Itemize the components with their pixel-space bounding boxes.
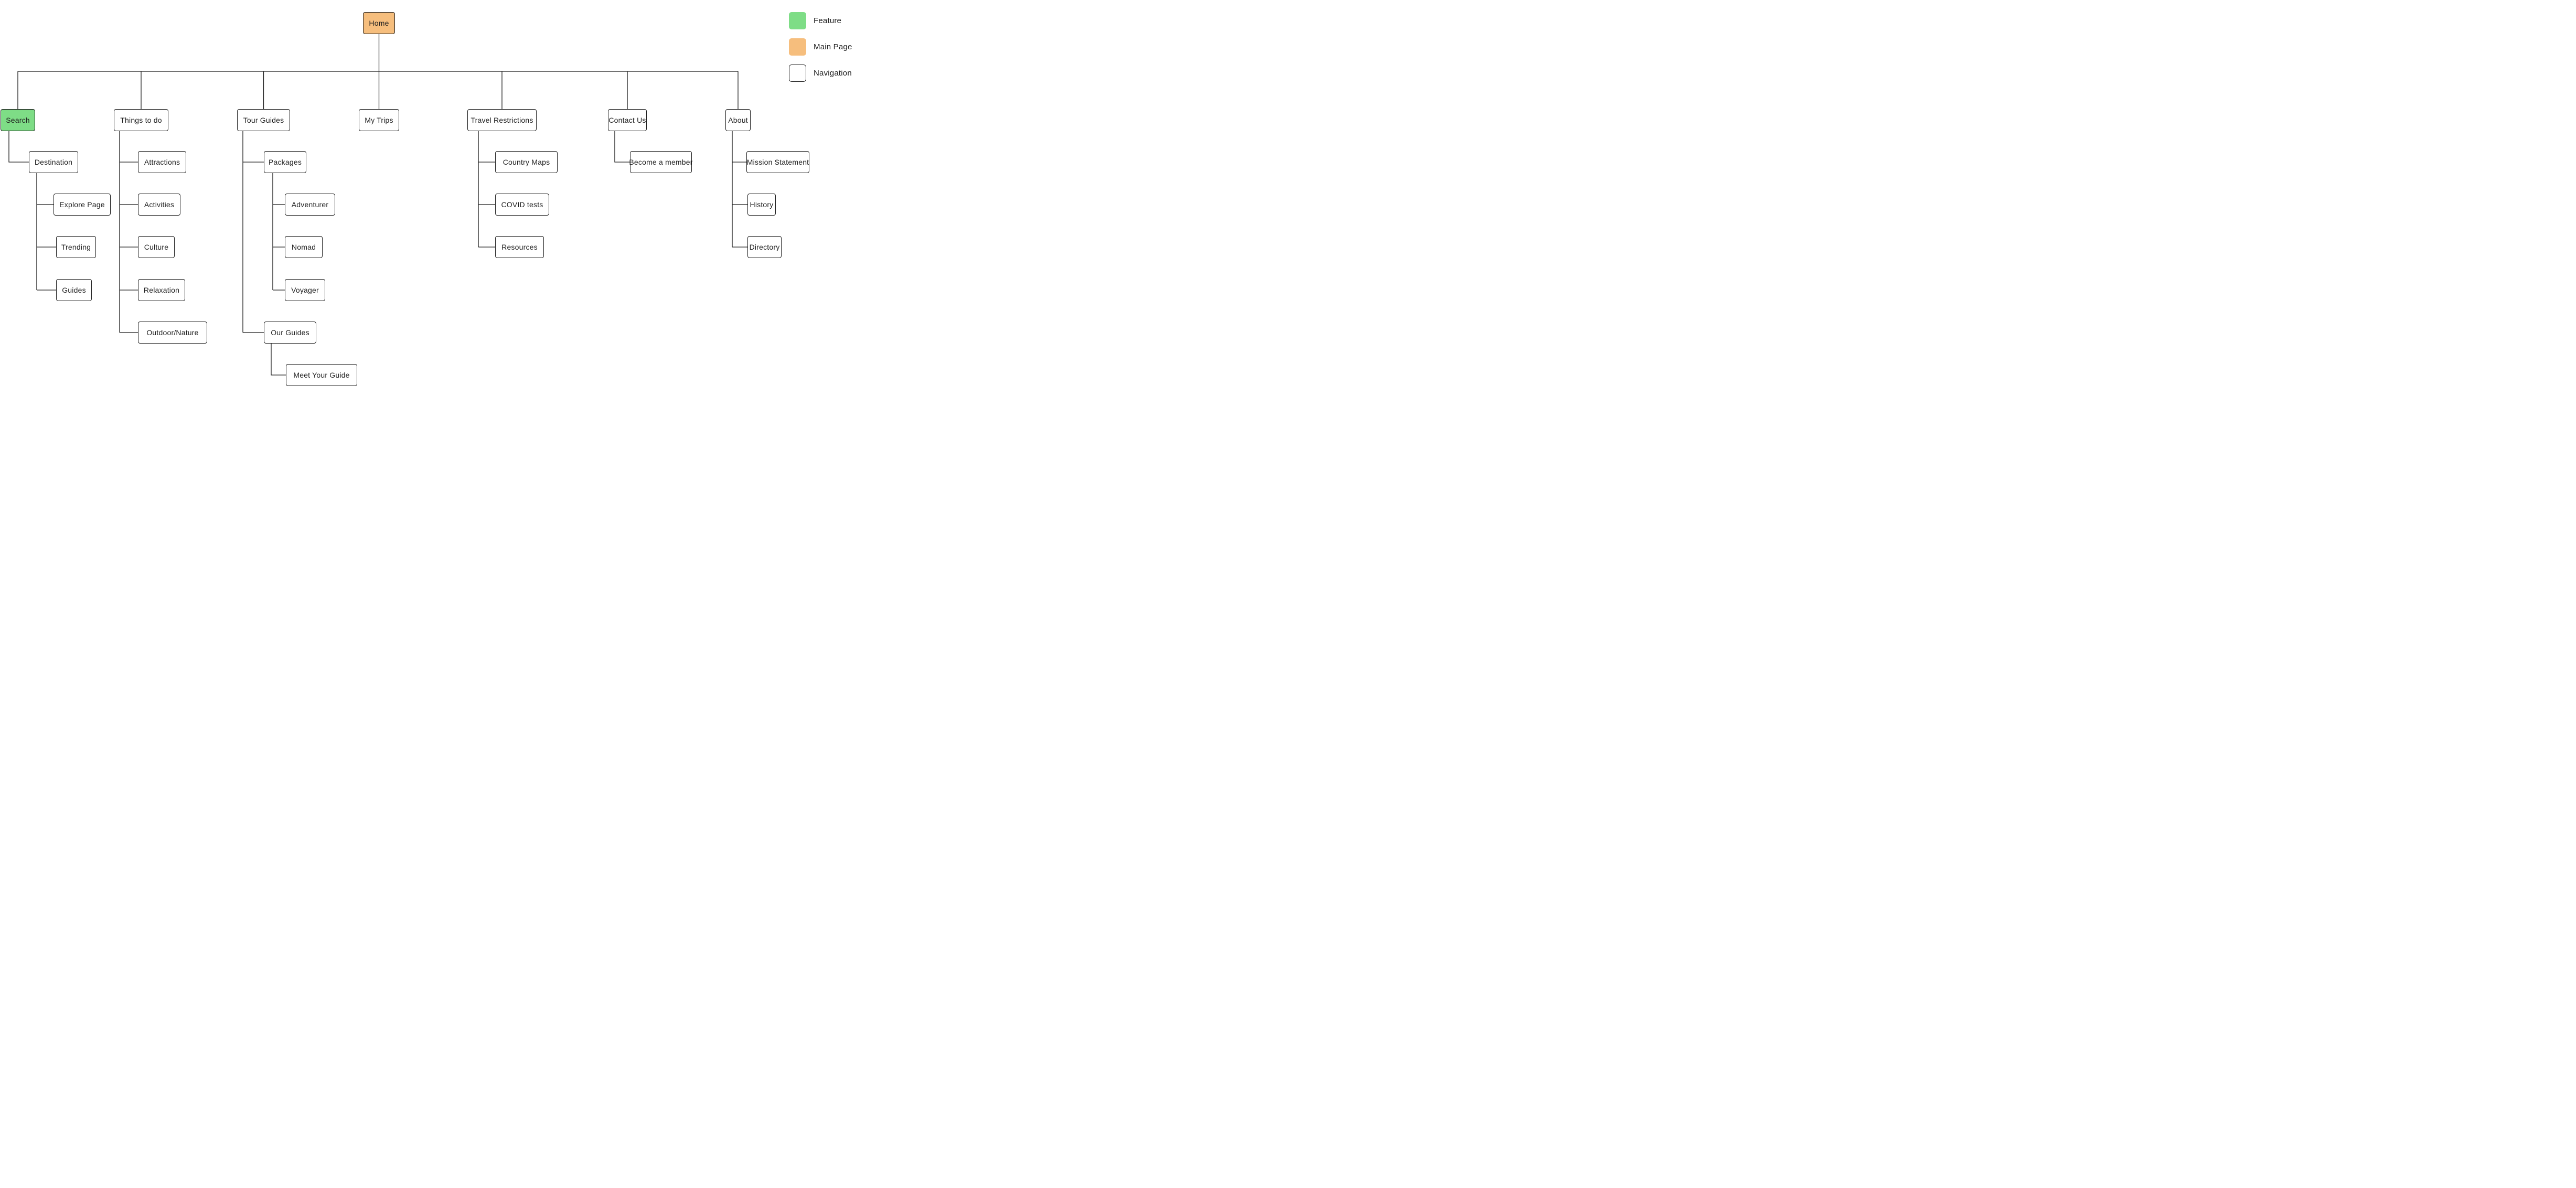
node-culture[interactable]: Culture (138, 236, 175, 258)
node-explore-page[interactable]: Explore Page (54, 194, 111, 216)
node-label: About (728, 116, 748, 124)
feature-color-swatch (789, 12, 806, 29)
node-label: Mission Statement (746, 158, 809, 166)
node-activities[interactable]: Activities (138, 194, 180, 216)
node-label: Travel Restrictions (471, 116, 533, 124)
node-label: Trending (61, 243, 91, 251)
node-label: Adventurer (291, 200, 329, 209)
node-voyager[interactable]: Voyager (285, 279, 325, 301)
legend-item-feature: Feature (789, 12, 841, 29)
node-attractions[interactable]: Attractions (138, 151, 186, 173)
node-packages[interactable]: Packages (264, 151, 306, 173)
node-destination[interactable]: Destination (29, 151, 78, 173)
node-guides[interactable]: Guides (56, 279, 92, 301)
node-my-trips[interactable]: My Trips (359, 109, 399, 131)
node-label: COVID tests (501, 200, 543, 209)
node-label: Home (369, 19, 389, 27)
node-trending[interactable]: Trending (56, 236, 96, 258)
node-tour-guides[interactable]: Tour Guides (237, 109, 290, 131)
node-become-a-member[interactable]: Become a member (629, 151, 693, 173)
node-label: Directory (749, 243, 780, 251)
node-home[interactable]: Home (363, 12, 395, 34)
node-label: Attractions (144, 158, 180, 166)
navigation-color-swatch (789, 65, 806, 82)
node-label: My Trips (365, 116, 393, 124)
node-about[interactable]: About (725, 109, 751, 131)
node-label: Search (6, 116, 30, 124)
node-label: Country Maps (503, 158, 550, 166)
node-label: Meet Your Guide (293, 371, 350, 379)
connector-lines (8, 34, 747, 376)
node-label: Relaxation (143, 286, 180, 294)
node-travel-restrictions[interactable]: Travel Restrictions (467, 109, 537, 131)
legend-label: Feature (814, 16, 842, 25)
node-label: Become a member (629, 158, 693, 166)
node-covid-tests[interactable]: COVID tests (495, 194, 549, 216)
node-label: Voyager (291, 286, 319, 294)
node-directory[interactable]: Directory (747, 236, 782, 258)
node-adventurer[interactable]: Adventurer (285, 194, 335, 216)
node-label: Resources (501, 243, 538, 251)
node-meet-your-guide[interactable]: Meet Your Guide (286, 364, 357, 386)
legend-label: Navigation (814, 69, 852, 78)
connector-line (8, 131, 29, 163)
node-outdoor-nature[interactable]: Outdoor/Nature (138, 322, 207, 344)
node-label: Things to do (120, 116, 162, 124)
node-label: Our Guides (271, 328, 309, 337)
legend-item-main-page: Main Page (789, 38, 852, 56)
node-label: Explore Page (59, 200, 105, 209)
node-country-maps[interactable]: Country Maps (495, 151, 558, 173)
node-label: Activities (144, 200, 175, 209)
node-search[interactable]: Search (1, 109, 35, 131)
node-our-guides[interactable]: Our Guides (264, 322, 316, 344)
node-label: Tour Guides (243, 116, 284, 124)
node-label: Packages (268, 158, 302, 166)
connector-line (614, 131, 630, 163)
node-label: Outdoor/Nature (146, 328, 199, 337)
node-history[interactable]: History (747, 194, 776, 216)
node-label: History (750, 200, 774, 209)
node-label: Contact Us (608, 116, 646, 124)
node-nomad[interactable]: Nomad (285, 236, 323, 258)
node-label: Guides (62, 286, 86, 294)
connector-line (271, 344, 286, 376)
node-mission-statement[interactable]: Mission Statement (746, 151, 809, 173)
node-contact-us[interactable]: Contact Us (608, 109, 647, 131)
legend-label: Main Page (814, 42, 852, 51)
node-label: Culture (144, 243, 169, 251)
node-resources[interactable]: Resources (495, 236, 544, 258)
node-label: Nomad (291, 243, 316, 251)
node-label: Destination (34, 158, 73, 166)
legend-item-navigation: Navigation (789, 65, 852, 82)
main-page-color-swatch (789, 38, 806, 56)
node-relaxation[interactable]: Relaxation (138, 279, 185, 301)
node-things-to-do[interactable]: Things to do (114, 109, 168, 131)
